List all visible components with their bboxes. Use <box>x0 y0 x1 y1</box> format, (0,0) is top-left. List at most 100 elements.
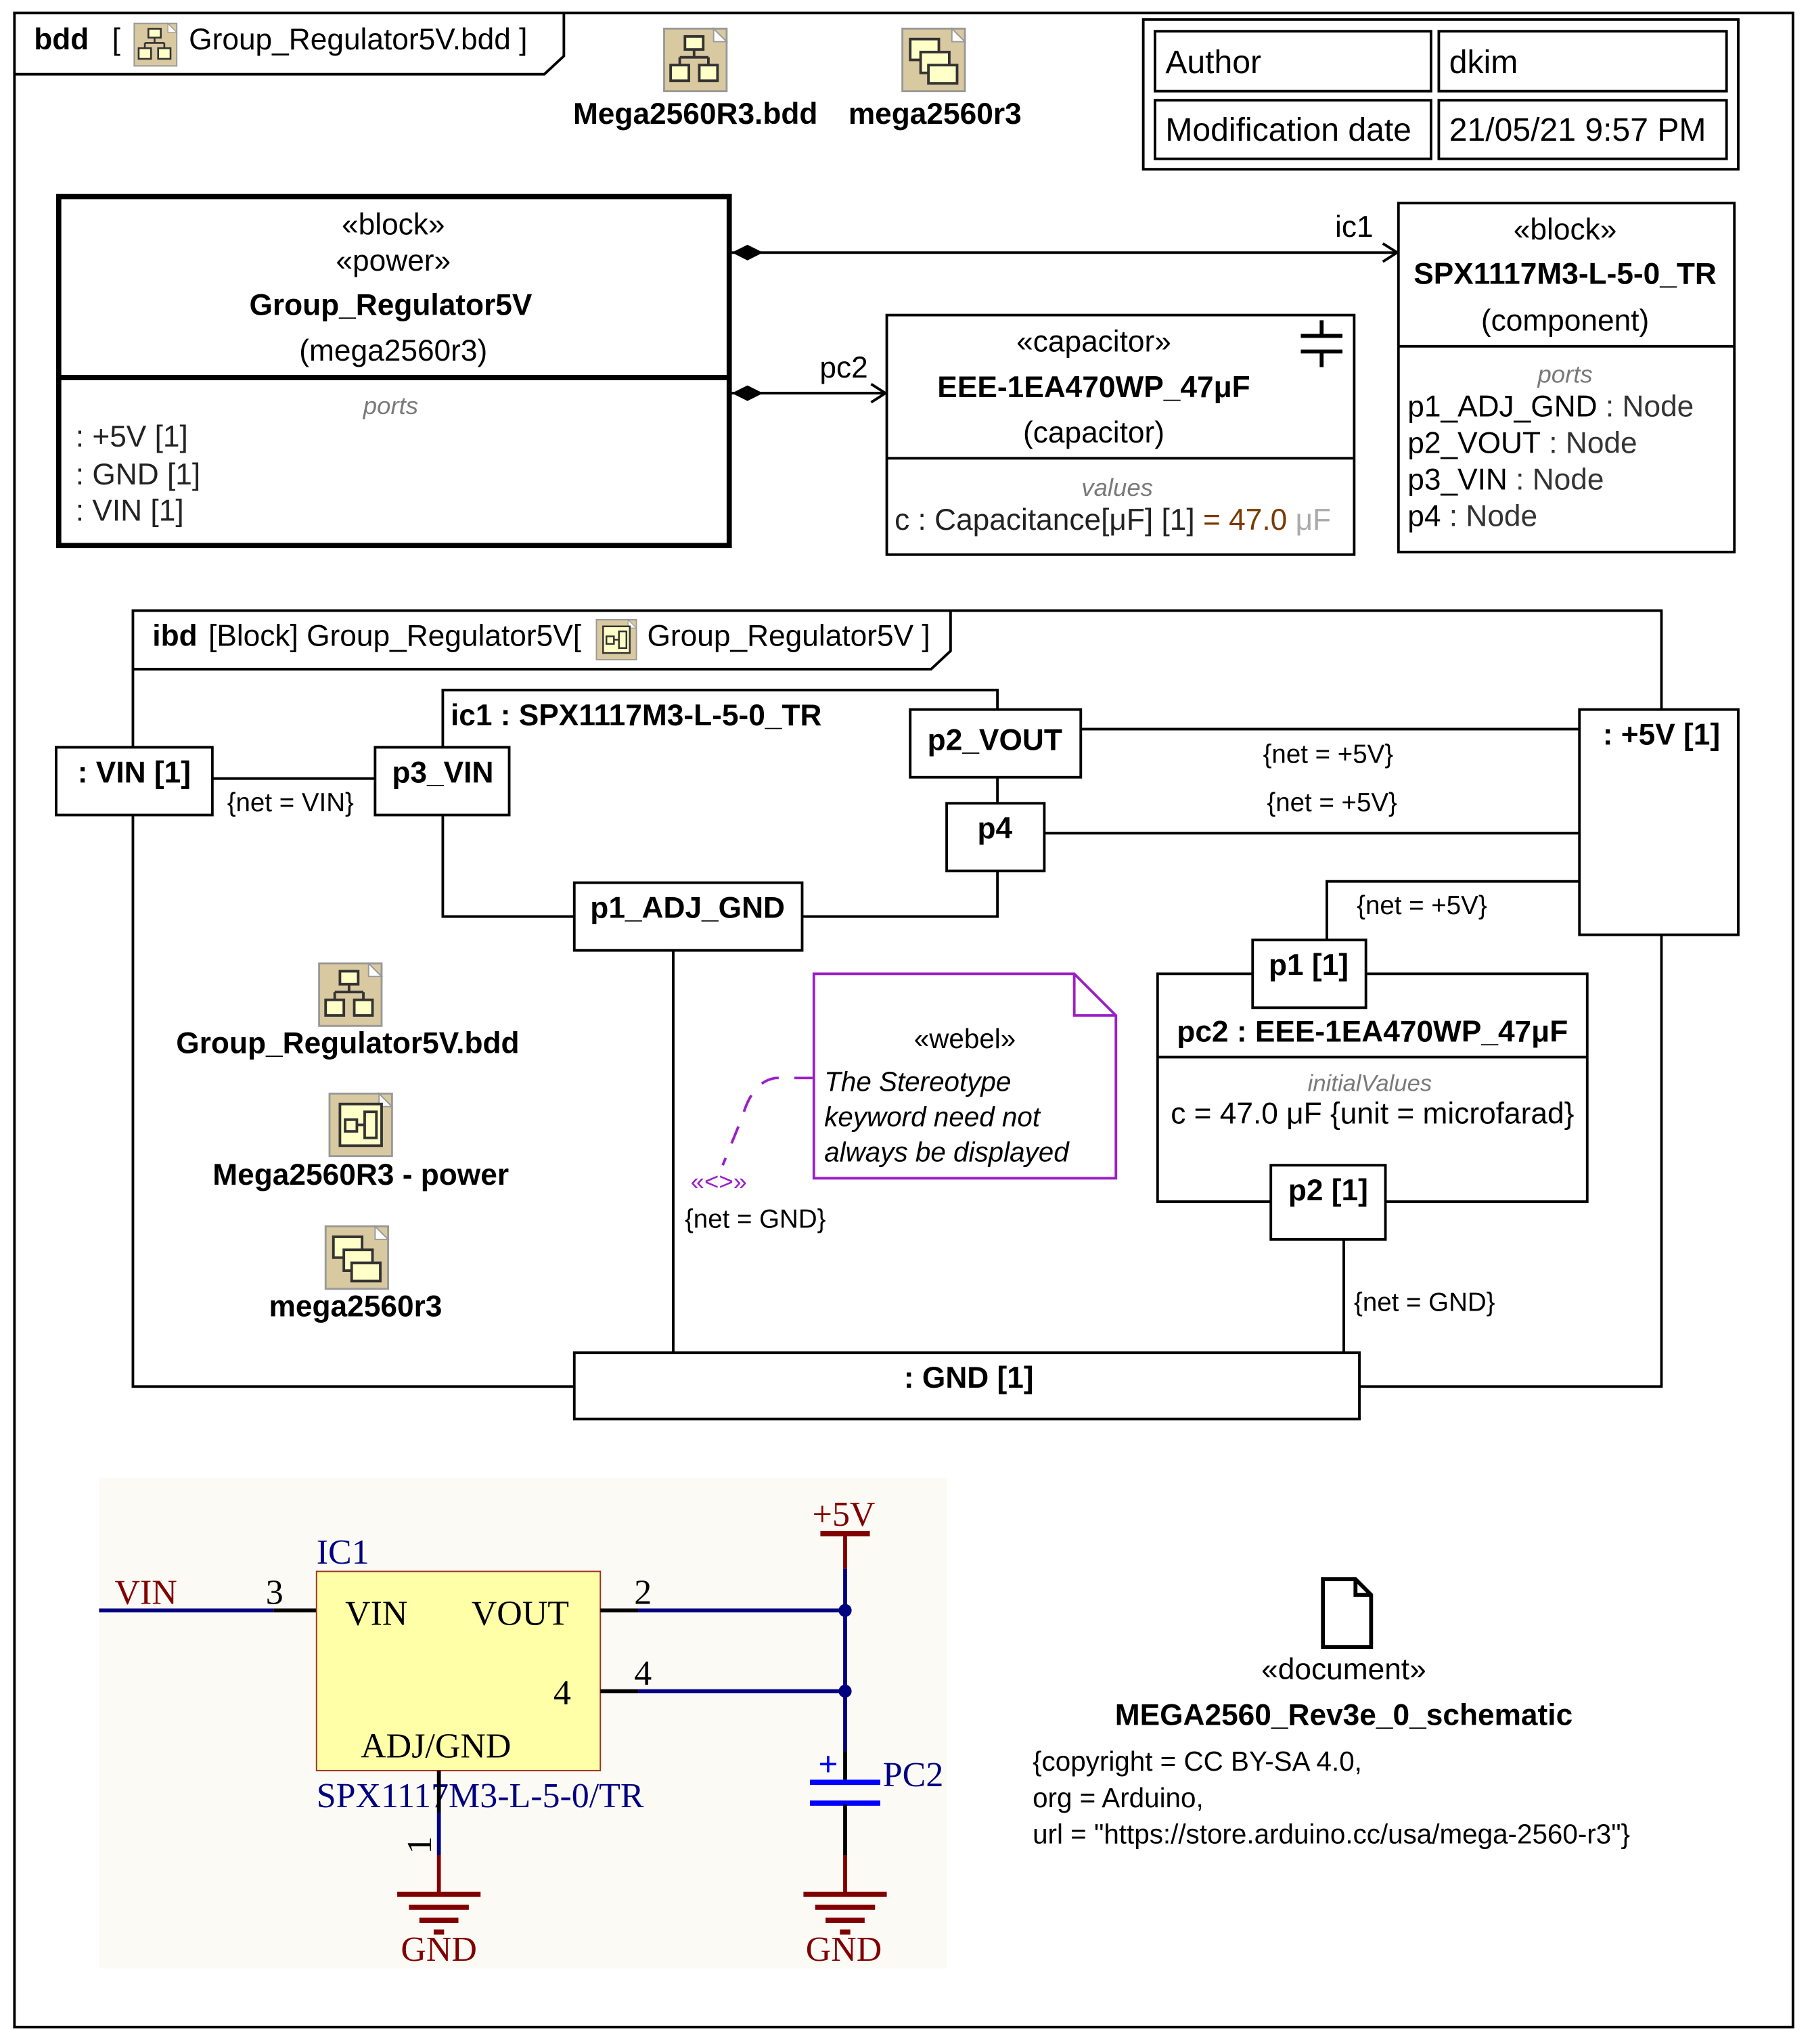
value-property: c : Capacitance[μF] [1] = 47.0 μF <box>895 503 1331 537</box>
capacitor-icon <box>1300 320 1343 367</box>
stereotype: «document» <box>1261 1653 1426 1686</box>
bdd-title: Group_Regulator5V.bdd ] <box>189 23 527 56</box>
port-item: p3_VIN : Node <box>1407 463 1604 497</box>
stereotype: «block» <box>1514 213 1617 246</box>
port-item: p2_VOUT : Node <box>1407 427 1637 460</box>
class-diagram-icon <box>133 22 178 67</box>
tagged-value: {copyright = CC BY-SA 4.0, <box>1033 1746 1362 1777</box>
ground-label: GND <box>401 1930 477 1969</box>
port-p1[interactable]: p1 [1] <box>1251 938 1367 1009</box>
table-cell: Modification date <box>1165 112 1411 148</box>
net-label: {net = VIN} <box>227 788 354 817</box>
value-name: c : Capacitance[μF] [1] <box>895 503 1195 537</box>
port-type: : Node <box>1441 499 1537 532</box>
role-label: pc2 <box>819 351 867 384</box>
bdd-frame-tab <box>14 13 566 76</box>
note-anchor <box>721 1076 813 1166</box>
composition-pc2[interactable]: pc2 <box>731 351 888 404</box>
pin-number: 4 <box>634 1654 652 1693</box>
link-mega2560r3-bdd[interactable]: Mega2560R3.bdd <box>573 27 817 131</box>
note-text: The Stereotype <box>824 1066 1011 1097</box>
port-p3-vin[interactable]: p3_VIN <box>374 746 511 817</box>
ic-designator: IC1 <box>317 1533 369 1572</box>
pin-name: ADJ/GND <box>361 1727 511 1766</box>
port-type: : Node <box>1598 390 1694 424</box>
port-item: : +5V [1] <box>76 420 188 453</box>
port-label: p2 [1] <box>1288 1174 1368 1207</box>
connector-p1[interactable] <box>1326 880 1580 940</box>
table-cell: 21/05/21 9:57 PM <box>1449 112 1706 148</box>
bdd-kind: bdd <box>34 23 89 56</box>
port-plus5v[interactable]: : +5V [1] <box>1578 708 1740 936</box>
port-p4[interactable]: p4 <box>945 802 1046 873</box>
composition-ic1[interactable]: ic1 <box>731 210 1400 263</box>
block-type: (component) <box>1481 304 1649 338</box>
ground-symbol-right <box>803 1891 887 1935</box>
port-name: p3_VIN <box>1407 463 1508 497</box>
initial-value: c = 47.0 μF {unit = microfarad} <box>1171 1097 1574 1131</box>
schematic-image: VIN 3 IC1 VIN VOUT 4 ADJ/GND SPX1117M3-L… <box>99 1477 947 1969</box>
port-p1-adj-gnd[interactable]: p1_ADJ_GND <box>572 881 804 952</box>
port-p2[interactable]: p2 [1] <box>1269 1164 1387 1241</box>
port-label: p1_ADJ_GND <box>590 892 785 925</box>
note-text: always be displayed <box>824 1136 1070 1167</box>
block-capacitor[interactable]: «capacitor» EEE-1EA470WP_47μF (capacitor… <box>885 313 1356 556</box>
package-diagram-icon <box>324 1225 390 1290</box>
document-element[interactable]: «document» MEGA2560_Rev3e_0_schematic {c… <box>1033 1577 1630 1850</box>
net-label: {net = GND} <box>685 1205 826 1234</box>
internal-block-diagram-icon <box>595 618 637 661</box>
port-name: p2_VOUT <box>1407 427 1541 460</box>
port-label: : GND [1] <box>904 1361 1034 1394</box>
block-name: EEE-1EA470WP_47μF <box>937 371 1250 404</box>
port-label: : VIN [1] <box>78 756 191 789</box>
cap-designator: PC2 <box>883 1756 944 1794</box>
ibd-title: Group_Regulator5V ] <box>648 619 930 652</box>
port-gnd[interactable]: : GND [1] <box>572 1351 1361 1421</box>
block-type: (capacitor) <box>1023 416 1164 449</box>
block-name: SPX1117M3-L-5-0_TR <box>1413 257 1717 290</box>
link-mega2560r3-power[interactable]: Mega2560R3 - power <box>212 1092 509 1191</box>
info-table: Author dkim Modification date 21/05/21 9… <box>1141 18 1740 171</box>
ground-symbol-left <box>397 1891 481 1935</box>
ibd-kind: ibd <box>152 619 197 652</box>
compartment-label: initialValues <box>1308 1070 1432 1096</box>
net-label: VIN <box>115 1574 177 1612</box>
value-unit: μF <box>1287 503 1331 537</box>
link-group-regulator5v-bdd[interactable]: Group_Regulator5V.bdd <box>176 961 520 1060</box>
comment-note[interactable]: «webel» The Stereotype keyword need not … <box>812 972 1118 1180</box>
compartment-label: ports <box>1537 361 1592 388</box>
pin-number: 3 <box>266 1574 284 1612</box>
port-name: p4 <box>1407 499 1441 532</box>
port-name: p1_ADJ_GND <box>1407 390 1597 424</box>
port-p2-vout[interactable]: p2_VOUT <box>909 708 1083 779</box>
port-item: p4 : Node <box>1407 499 1537 532</box>
note-text: keyword need not <box>824 1101 1041 1132</box>
document-icon <box>1321 1577 1374 1650</box>
anchor-label: «<>» <box>691 1168 747 1196</box>
polarity-mark: + <box>818 1746 838 1784</box>
stereotype: «capacitor» <box>1016 325 1171 359</box>
part-name: pc2 : EEE-1EA470WP_47μF <box>1177 1015 1568 1048</box>
block-group-regulator5v[interactable]: «block» «power» Group_Regulator5V (mega2… <box>55 194 732 549</box>
net-label: {net = GND} <box>1354 1288 1495 1317</box>
compartment-label: values <box>1081 474 1153 501</box>
link-label: Group_Regulator5V.bdd <box>176 1027 519 1060</box>
port-vin[interactable]: : VIN [1] <box>54 746 214 817</box>
package-diagram-icon <box>901 27 966 93</box>
port-type: : Node <box>1541 427 1637 460</box>
net-label: {net = +5V} <box>1263 740 1394 769</box>
port-label: p3_VIN <box>392 756 493 789</box>
part-pc2[interactable]: pc2 : EEE-1EA470WP_47μF initialValues c … <box>1156 972 1589 1203</box>
port-item: : GND [1] <box>76 458 200 491</box>
table-cell: dkim <box>1449 44 1518 81</box>
note-stereotype: «webel» <box>914 1023 1016 1054</box>
stereotype: «power» <box>336 244 451 277</box>
net-label: {net = +5V} <box>1357 891 1487 920</box>
table-cell: Author <box>1165 44 1261 81</box>
block-spx1117[interactable]: «block» SPX1117M3-L-5-0_TR (component) p… <box>1397 202 1736 553</box>
link-mega2560r3[interactable]: mega2560r3 <box>269 1225 443 1323</box>
port-label: : +5V [1] <box>1603 719 1720 752</box>
link-mega2560r3-package[interactable]: mega2560r3 <box>849 27 1022 131</box>
pin-name: VOUT <box>472 1594 569 1633</box>
part-name: ic1 : SPX1117M3-L-5-0_TR <box>451 699 822 732</box>
